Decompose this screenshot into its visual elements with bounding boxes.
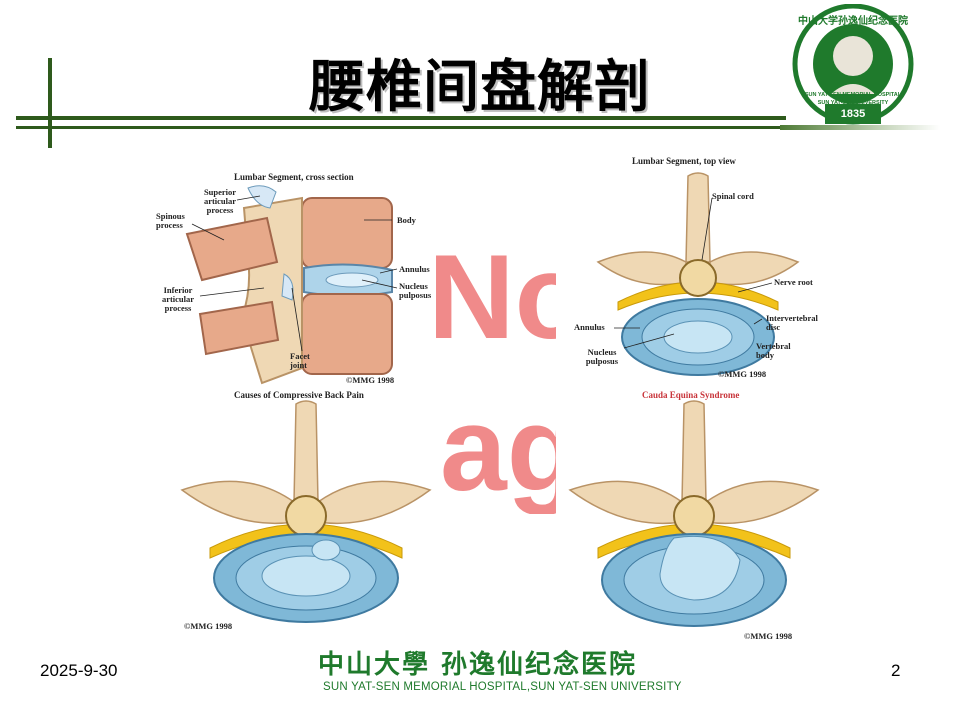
figure-title: Lumbar Segment, top view (632, 156, 736, 166)
label-vertebral-body: Vertebral body (756, 341, 791, 360)
label-nerve-root: Nerve root (774, 277, 813, 287)
figure-title: Lumbar Segment, cross section (234, 172, 354, 182)
copyright: ©MMG 1998 (184, 621, 233, 631)
label-nucleus: Nucleus pulposus (399, 281, 432, 300)
overlay-text-line2: ag (440, 384, 556, 514)
footer-date: 2025-9-30 (40, 661, 118, 680)
label-ivd: Intervertebral disc (766, 313, 818, 332)
footer-logo-chinese: 中山大學 孙逸仙纪念医院 (318, 650, 638, 680)
footer-logo-english: SUN YAT-SEN MEMORIAL HOSPITAL,SUN YAT-SE… (323, 681, 682, 693)
copyright: ©MMG 1998 (346, 375, 395, 385)
label-nucleus: Nucleus pulposus (585, 347, 619, 366)
label-body: Body (397, 215, 416, 225)
vertical-rule (48, 58, 52, 148)
label-facet: Facet joint (290, 351, 310, 370)
label-superior: Superior articular process (203, 187, 237, 215)
label-spinous: Spinous process (156, 211, 185, 230)
figure-compressive: Causes of Compressive Back Pain ©MMG 199… (176, 390, 446, 634)
emblem-line1: SUN YAT-SEN MEMORIAL HOSPITAL (804, 92, 902, 98)
figure-top-view: Lumbar Segment, top view Spinal cord Ner… (574, 152, 838, 382)
page-number: 2 (891, 661, 901, 680)
label-spinal-cord: Spinal cord (712, 191, 754, 201)
figure-cross-section: Lumbar Segment, cross section Superior a… (152, 168, 431, 393)
figure-title: Causes of Compressive Back Pain (234, 390, 364, 400)
copyright: ©MMG 1998 (718, 369, 767, 379)
horizontal-rule-bottom (16, 126, 786, 129)
label-annulus: Annulus (574, 322, 605, 332)
slide-title: 腰椎间盘解剖 (309, 55, 651, 120)
overlay-text-line1: No (428, 232, 556, 362)
copyright: ©MMG 1998 (744, 631, 793, 641)
figure-cauda-equina: Cauda Equina Syndrome ©MMG 1998 (564, 390, 834, 644)
emblem-top-text: 中山大学孙逸仙纪念医院 (798, 16, 908, 27)
hospital-emblem: 中山大学孙逸仙纪念医院 SUN YAT-SEN MEMORIAL HOSPITA… (783, 3, 923, 130)
figure-title: Cauda Equina Syndrome (642, 390, 740, 400)
horizontal-rule-top (16, 116, 786, 120)
emblem-year: 1835 (840, 108, 866, 120)
rule-shadow (780, 125, 940, 130)
emblem-line2: SUN YAT-SEN UNIVERSITY (817, 100, 889, 106)
label-inferior: Inferior articular process (161, 285, 195, 313)
label-annulus: Annulus (399, 264, 430, 274)
